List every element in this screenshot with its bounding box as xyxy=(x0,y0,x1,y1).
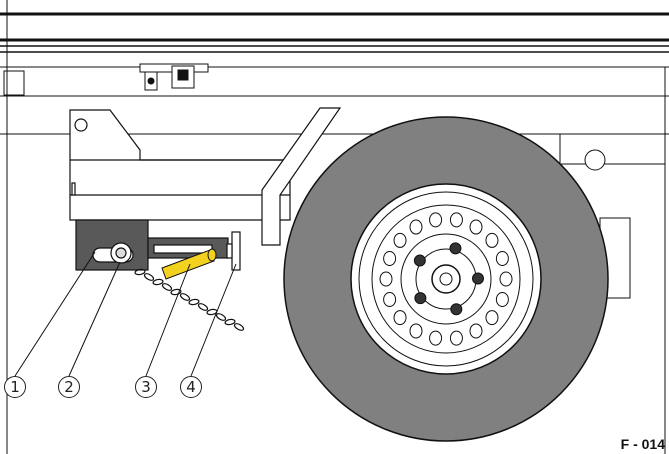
chain-link xyxy=(179,293,191,301)
frame-member xyxy=(69,109,291,221)
chain-link xyxy=(161,283,173,291)
figure-code: F - 014 xyxy=(620,436,665,452)
vent-hole xyxy=(393,310,407,326)
wheel-vent-holes xyxy=(379,212,513,346)
leader-lines xyxy=(14,251,237,377)
safety-chain xyxy=(134,268,245,331)
vent-hole xyxy=(409,219,423,235)
callout-2: 2 xyxy=(58,376,80,398)
chain-link xyxy=(134,268,146,276)
vent-hole xyxy=(429,212,443,228)
vent-hole xyxy=(393,232,407,248)
wheel-nuts xyxy=(413,242,484,316)
chain-link xyxy=(152,278,164,286)
vent-hole xyxy=(469,219,483,235)
rail-clamp xyxy=(139,63,209,91)
vent-hole xyxy=(495,250,509,266)
vent-hole xyxy=(383,250,397,266)
wheel-nut xyxy=(449,242,462,255)
chain-link xyxy=(188,298,200,306)
vent-hole xyxy=(469,323,483,339)
vent-hole xyxy=(485,310,499,326)
chain-link xyxy=(224,318,236,326)
vent-hole xyxy=(495,292,509,308)
vent-hole xyxy=(379,271,393,287)
vent-hole xyxy=(499,271,513,287)
spare-wheel xyxy=(283,116,609,442)
chain-link xyxy=(170,288,182,296)
end-plate-4 xyxy=(226,231,241,271)
wheel-nut xyxy=(414,292,427,305)
chain-link xyxy=(143,273,155,281)
vent-hole xyxy=(485,232,499,248)
vent-hole xyxy=(449,212,463,228)
callout-1: 1 xyxy=(4,376,26,398)
diagonal-strut xyxy=(261,107,342,246)
wheel-nut xyxy=(413,254,426,267)
yellow-pin-3 xyxy=(161,248,217,280)
wheel-nut xyxy=(450,303,463,316)
vent-hole xyxy=(383,292,397,308)
chain-link xyxy=(215,313,227,321)
chain-link xyxy=(197,303,209,311)
callout-4: 4 xyxy=(180,376,202,398)
vent-hole xyxy=(409,323,423,339)
vent-hole xyxy=(449,330,463,346)
wheel-nut xyxy=(471,272,484,285)
callout-3: 3 xyxy=(135,376,157,398)
vent-hole xyxy=(429,330,443,346)
chain-link xyxy=(233,323,245,331)
